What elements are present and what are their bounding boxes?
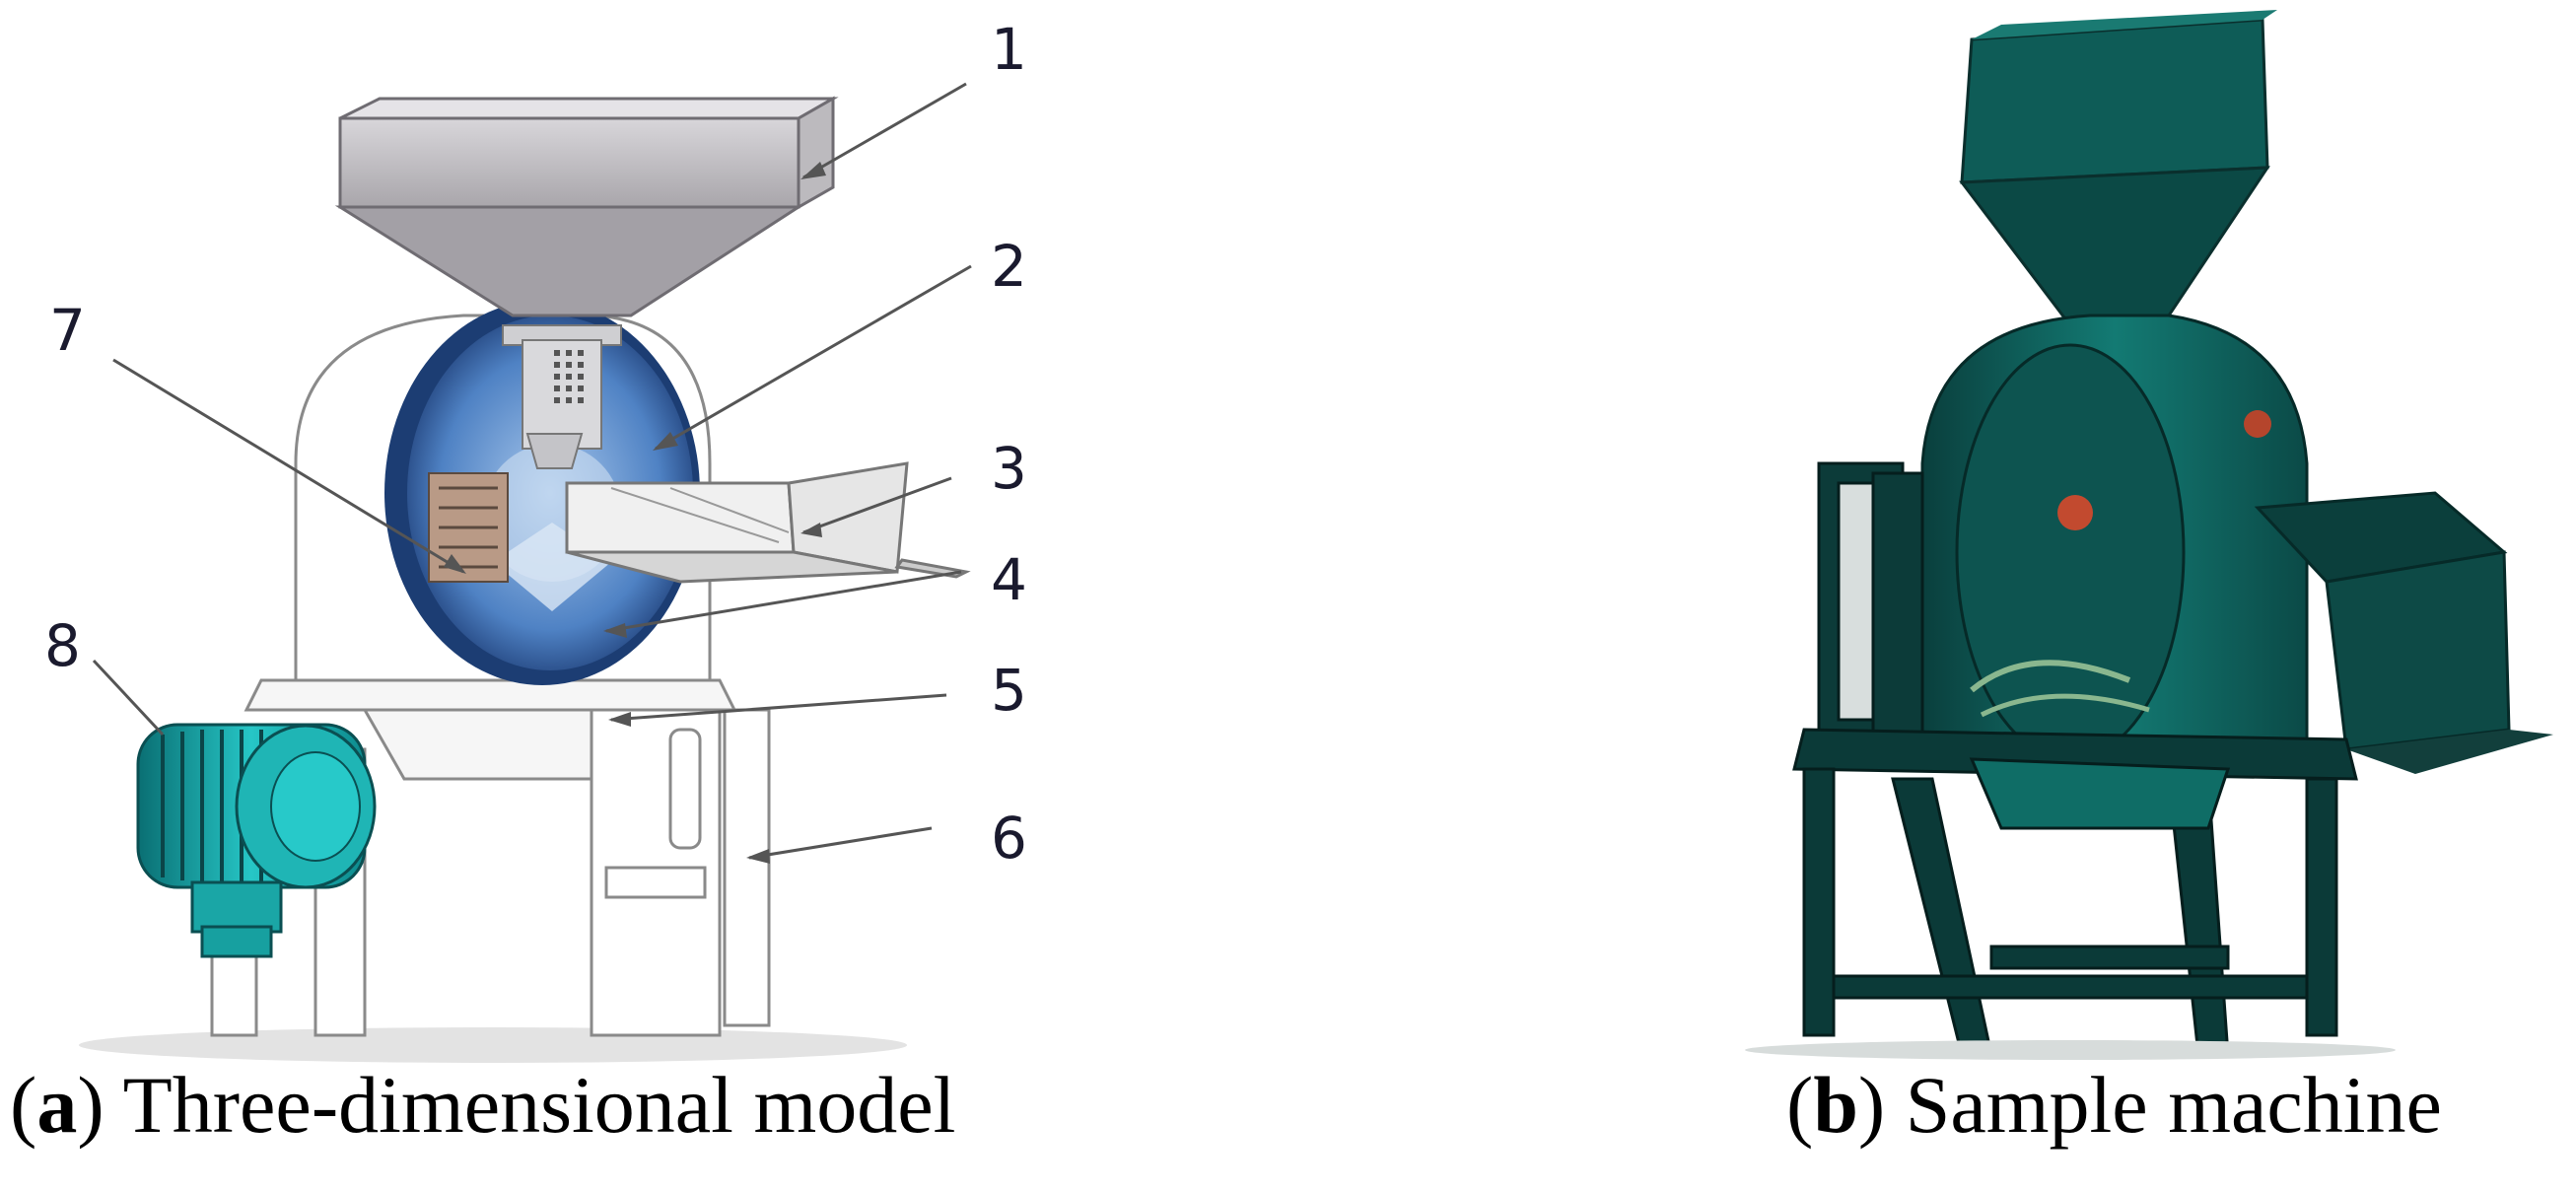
photo-frame bbox=[1792, 728, 2358, 1057]
callout-3: 3 bbox=[991, 435, 1027, 502]
caption-b-letter: b bbox=[1813, 1060, 1858, 1150]
callout-2: 2 bbox=[991, 233, 1027, 300]
hammer-block bbox=[428, 472, 509, 583]
caption-b: (b) Sample machine bbox=[1786, 1060, 2442, 1150]
sample-machine-photo bbox=[1745, 10, 2553, 1060]
photo-hopper bbox=[1959, 10, 2277, 327]
model-drawing: 1 2 3 4 5 6 7 8 bbox=[44, 16, 1027, 1063]
caption-a-letter: a bbox=[36, 1060, 78, 1150]
caption-a: (a) Three-dimensional model bbox=[10, 1060, 956, 1150]
callout-6: 6 bbox=[991, 805, 1027, 872]
panel-sample-machine bbox=[1282, 0, 2576, 1192]
caption-a-text: Three-dimensional model bbox=[122, 1060, 956, 1150]
leader-arrowheads bbox=[444, 162, 826, 864]
callout-1: 1 bbox=[991, 16, 1027, 83]
frame bbox=[590, 708, 722, 1037]
callout-8: 8 bbox=[44, 612, 81, 679]
photo-screen-boxes bbox=[1817, 461, 1924, 741]
ground-shadow bbox=[79, 1027, 907, 1063]
callout-7: 7 bbox=[49, 297, 86, 364]
photo-ground-shadow bbox=[1745, 1040, 2396, 1060]
panel-3d-model: 1 2 3 4 5 6 7 8 bbox=[0, 0, 1282, 1192]
feed-hopper bbox=[334, 96, 839, 317]
discharge-chute bbox=[565, 461, 971, 584]
feed-throat bbox=[502, 324, 622, 469]
motor bbox=[136, 723, 377, 958]
photo-discharge-chute bbox=[2254, 491, 2553, 774]
photo-crusher-body bbox=[1920, 314, 2309, 761]
callout-5: 5 bbox=[991, 657, 1027, 724]
leader-lines bbox=[92, 82, 972, 860]
callout-4: 4 bbox=[991, 546, 1027, 613]
caption-b-text: Sample machine bbox=[1905, 1060, 2442, 1150]
